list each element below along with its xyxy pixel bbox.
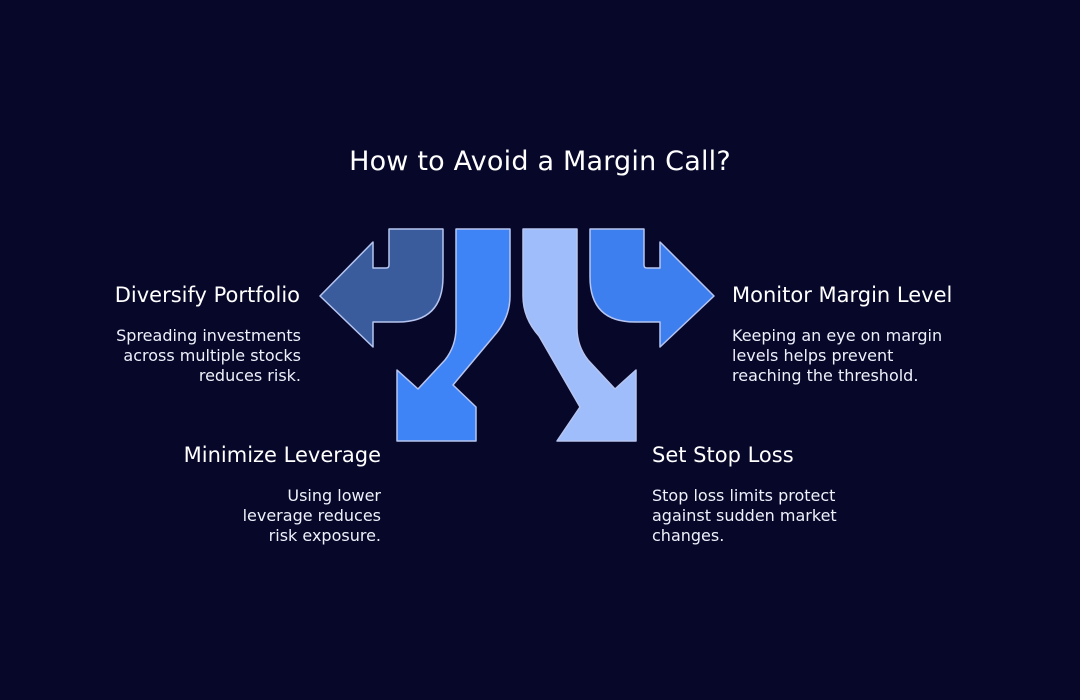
monitor-description: Keeping an eye on margin levels helps pr… xyxy=(732,326,942,386)
stoploss-desc-line-1: Stop loss limits protect xyxy=(652,486,836,505)
stoploss-description: Stop loss limits protect against sudden … xyxy=(652,486,837,546)
monitor-desc-line-1: Keeping an eye on margin xyxy=(732,326,943,345)
monitor-margin-arrow xyxy=(589,228,715,348)
diversify-desc-line-2: across multiple stocks xyxy=(123,346,301,365)
stop-loss-arrow xyxy=(522,228,637,442)
monitor-desc-line-3: reaching the threshold. xyxy=(732,366,919,385)
monitor-title: Monitor Margin Level xyxy=(732,283,953,307)
minimize-leverage-arrow xyxy=(396,228,511,442)
minimize-title: Minimize Leverage xyxy=(183,443,381,467)
stoploss-desc-line-3: changes. xyxy=(652,526,725,545)
diversify-description: Spreading investments across multiple st… xyxy=(116,326,301,386)
stoploss-desc-line-2: against sudden market xyxy=(652,506,837,525)
diversify-title: Diversify Portfolio xyxy=(114,283,300,307)
page-title: How to Avoid a Margin Call? xyxy=(349,146,731,177)
diversify-arrow xyxy=(319,228,444,348)
stoploss-title: Set Stop Loss xyxy=(652,443,794,467)
minimize-desc-line-2: leverage reduces xyxy=(242,506,381,525)
diversify-desc-line-3: reduces risk. xyxy=(198,366,301,385)
minimize-desc-line-1: Using lower xyxy=(287,486,381,505)
minimize-desc-line-3: risk exposure. xyxy=(268,526,381,545)
monitor-desc-line-2: levels helps prevent xyxy=(732,346,894,365)
diversify-desc-line-1: Spreading investments xyxy=(116,326,301,345)
minimize-description: Using lower leverage reduces risk exposu… xyxy=(243,486,381,546)
